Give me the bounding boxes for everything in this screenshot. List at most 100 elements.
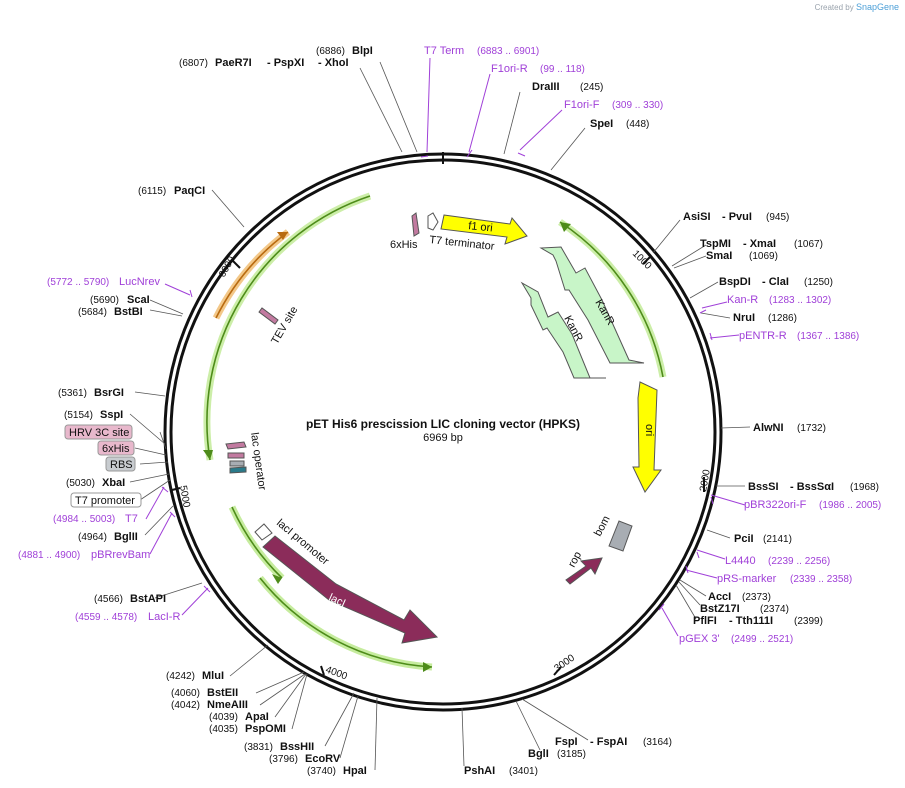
primer-laci-r: LacI-R xyxy=(148,611,180,623)
enzyme-labels: (6886) BlpI (6807) PaeR7I - PspXI - XhoI… xyxy=(58,45,879,777)
enzyme-bsssi: BssSI xyxy=(748,481,779,493)
enzyme-blpi: BlpI xyxy=(352,45,373,57)
primer-range-prs-marker: (2339 .. 2358) xyxy=(790,574,852,585)
t7-promoter-box xyxy=(70,492,142,508)
enzyme-pos-smai: (1069) xyxy=(749,251,778,262)
enzyme-pos-psp-omi: (4035) xyxy=(209,724,238,735)
t7-terminator-marker xyxy=(427,212,439,231)
ori-label: ori xyxy=(643,424,655,436)
enzyme-bsteii: BstEII xyxy=(207,687,238,699)
enzyme-xbai: XbaI xyxy=(102,477,125,489)
enzyme-tspmi: TspMI xyxy=(700,238,731,250)
enzyme-bsrgi: BsrGI xyxy=(94,387,124,399)
enzyme-acci: AccI xyxy=(708,591,731,603)
primer-range-l4440: (2239 .. 2256) xyxy=(768,556,830,567)
enzyme-pos-bspdi: (1250) xyxy=(804,277,833,288)
enzyme-pshai: PshAI xyxy=(464,765,495,777)
primer-range-t7: (4984 .. 5003) xyxy=(53,514,115,525)
enzyme-bgli: BglI xyxy=(528,748,549,760)
primer-range-pbr322ori-f: (1986 .. 2005) xyxy=(819,500,881,511)
primer-pbrrevbam: pBRrevBam xyxy=(91,549,150,561)
enzyme-pos-paqci: (6115) xyxy=(138,186,166,197)
enzyme-draiii: DraIII xyxy=(532,81,560,93)
tev-site-marker xyxy=(258,307,279,325)
enzyme-bstbi: BstBI xyxy=(114,306,143,318)
rbs-box xyxy=(105,456,136,472)
f1-ori-arrow xyxy=(440,214,528,245)
snapgene-logo: SnapGene xyxy=(855,2,899,12)
enzyme-pflfi: PflFI xyxy=(693,615,717,627)
primer-labels: T7 Term (6883 .. 6901) F1ori-R (99 .. 11… xyxy=(18,45,881,645)
enzyme-xmai: - XmaI xyxy=(743,238,776,250)
center-title: pET His6 prescission LIC cloning vector … xyxy=(306,417,580,444)
primer-t7-term: T7 Term xyxy=(424,45,464,57)
enzyme-pspxi: - PspXI xyxy=(267,57,304,69)
hrv3c-marker xyxy=(225,441,247,450)
enzyme-bsssai: - BssSαI xyxy=(790,481,834,493)
enzyme-sspi: SspI xyxy=(100,409,123,421)
plasmid-name: pET His6 prescission LIC cloning vector … xyxy=(306,417,580,431)
primer-pbr322ori-f: pBR322ori-F xyxy=(744,499,807,511)
enzyme-bstapi: BstAPI xyxy=(130,593,166,605)
hrv3c-box xyxy=(64,424,133,440)
enzyme-pos-scai: (5690) xyxy=(90,295,119,306)
laci-promoter-marker xyxy=(254,523,273,541)
enzyme-mlui: MluI xyxy=(202,670,224,682)
6xhis-marker xyxy=(411,212,420,237)
t7-promoter-label: T7 promoter xyxy=(75,495,135,507)
tick-label-1000: 1000 xyxy=(630,248,654,272)
enzyme-pos-pflfi: (2399) xyxy=(794,616,823,627)
primer-range-pgex-3: (2499 .. 2521) xyxy=(731,634,793,645)
enzyme-pos-asisi: (945) xyxy=(766,212,789,223)
rop-arrow xyxy=(565,557,603,585)
enzyme-paqci: PaqCI xyxy=(174,185,205,197)
enzyme-alwni: AlwNI xyxy=(753,422,784,434)
primer-l4440: L4440 xyxy=(725,555,756,567)
enzyme-bglii: BglII xyxy=(114,531,138,543)
enzyme-pspomi: PspOMI xyxy=(245,723,286,735)
rop-label: rop xyxy=(566,550,584,570)
tick-label-5000: 5000 xyxy=(177,485,192,509)
enzyme-pos-ecorv: (3796) xyxy=(269,754,298,765)
primer-leaders xyxy=(145,57,746,637)
bom-label: bom xyxy=(592,514,613,539)
enzyme-bsshii: BssHII xyxy=(280,741,314,753)
boxed-labels: HRV 3C site 6xHis RBS T7 promoter xyxy=(64,424,142,508)
primer-kan-r: Kan-R xyxy=(727,294,758,306)
hrv3c-label: HRV 3C site xyxy=(69,427,129,439)
t7-terminator-label: T7 terminator xyxy=(429,234,496,253)
enzyme-pos-hpai: (3740) xyxy=(307,766,336,777)
primer-f1ori-f: F1ori-F xyxy=(564,99,600,111)
enzyme-pos-xbai: (5030) xyxy=(66,478,95,489)
primer-range-t7-term: (6883 .. 6901) xyxy=(477,46,539,57)
enzyme-pos-bgli: (3185) xyxy=(557,749,586,760)
ori-arrow xyxy=(632,381,662,493)
enzyme-pos-fspi: (3164) xyxy=(643,737,672,748)
enzyme-asisi: AsiSI xyxy=(683,211,711,223)
primer-range-laci-r: (4559 .. 4578) xyxy=(75,612,137,623)
primer-range-lucnrev: (5772 .. 5790) xyxy=(47,277,109,288)
enzyme-pos-apai: (4039) xyxy=(209,712,238,723)
enzyme-fspi: FspI xyxy=(555,736,578,748)
rbs-marker xyxy=(229,460,245,467)
enzyme-pos-alwni: (1732) xyxy=(797,423,826,434)
enzyme-tth111i: - Tth111I xyxy=(729,615,773,627)
enzyme-apai: ApaI xyxy=(245,711,269,723)
bom-box xyxy=(608,520,633,552)
tick-label-2000: 2000 xyxy=(698,468,713,492)
primer-pgex-3: pGEX 3' xyxy=(679,633,720,645)
primer-range-f1ori-f: (309 .. 330) xyxy=(612,100,663,111)
enzyme-pos-bglii: (4964) xyxy=(78,532,107,543)
feature-arrows: f1 ori KanR KanR ori lacI rop bom xyxy=(262,214,662,644)
primer-range-pentr-r: (1367 .. 1386) xyxy=(797,331,859,342)
enzyme-nmeaiii: NmeAIII xyxy=(207,699,248,711)
enzyme-pos-acci: (2373) xyxy=(742,592,771,603)
enzyme-pos-bsshii: (3831) xyxy=(244,742,273,753)
lac-operator-label: lac operator xyxy=(248,432,268,492)
enzyme-pos-bstapi: (4566) xyxy=(94,594,123,605)
6xhis-label: 6xHis xyxy=(390,239,418,251)
enzyme-pos-draiii: (245) xyxy=(580,82,603,93)
enzyme-pos-blpi: (6886) xyxy=(316,46,345,57)
enzyme-pos-nmeaiii: (4042) xyxy=(171,700,200,711)
enzyme-pos-bsrgi: (5361) xyxy=(58,388,87,399)
